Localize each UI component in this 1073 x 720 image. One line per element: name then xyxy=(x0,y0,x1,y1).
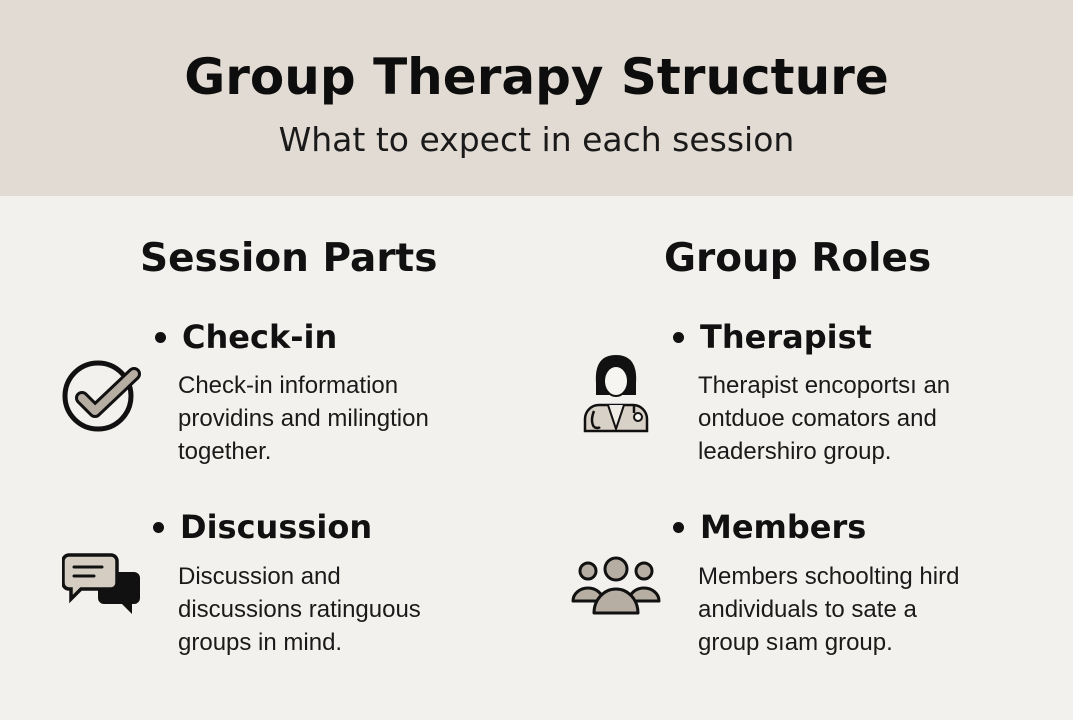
item-heading-discussion: Discussion xyxy=(153,508,372,546)
description-line: together. xyxy=(178,438,272,465)
item-description-check-in: Check-in information providins and milin… xyxy=(178,369,429,468)
page-subtitle: What to expect in each session xyxy=(278,120,795,159)
section-title-session-parts: Session Parts xyxy=(140,236,438,281)
bullet-icon xyxy=(155,331,166,343)
item-heading-members: Members xyxy=(673,508,866,546)
therapist-icon xyxy=(583,355,649,433)
item-description-therapist: Therapist encoportsı an ontduoe comators… xyxy=(698,369,950,468)
description-line: Discussion and xyxy=(178,563,341,590)
description-line: discussions ratinguous xyxy=(178,596,421,623)
description-line: ontduoe comators and xyxy=(698,405,937,432)
item-description-members: Members schoolting hird andividuals to s… xyxy=(698,560,959,659)
description-line: leadershiro group. xyxy=(698,438,892,465)
description-line: Check-in information xyxy=(178,372,399,399)
item-heading-check-in: Check-in xyxy=(155,318,337,356)
item-heading-label: Check-in xyxy=(182,318,338,356)
header-banner: Group Therapy Structure What to expect i… xyxy=(0,0,1073,196)
item-description-discussion: Discussion and discussions ratinguous gr… xyxy=(178,560,421,659)
page-title: Group Therapy Structure xyxy=(184,48,889,106)
group-members-icon xyxy=(571,556,661,615)
description-line: groups in mind. xyxy=(178,629,343,656)
bullet-icon xyxy=(153,521,164,533)
bullet-icon xyxy=(673,521,684,533)
item-heading-label: Therapist xyxy=(700,318,872,356)
chat-bubbles-icon xyxy=(62,553,140,614)
description-line: providins and milingtion xyxy=(178,405,429,432)
section-title-group-roles: Group Roles xyxy=(664,236,932,281)
description-line: Members schoolting hird xyxy=(698,563,960,590)
description-line: andividuals to sate a xyxy=(698,596,917,623)
description-line: group sıam group. xyxy=(698,629,893,656)
bullet-icon xyxy=(673,331,684,343)
description-line: Therapist encoportsı an xyxy=(698,372,951,399)
item-heading-label: Members xyxy=(700,508,867,546)
item-heading-therapist: Therapist xyxy=(673,318,872,356)
check-circle-icon xyxy=(62,360,141,432)
item-heading-label: Discussion xyxy=(180,508,373,546)
